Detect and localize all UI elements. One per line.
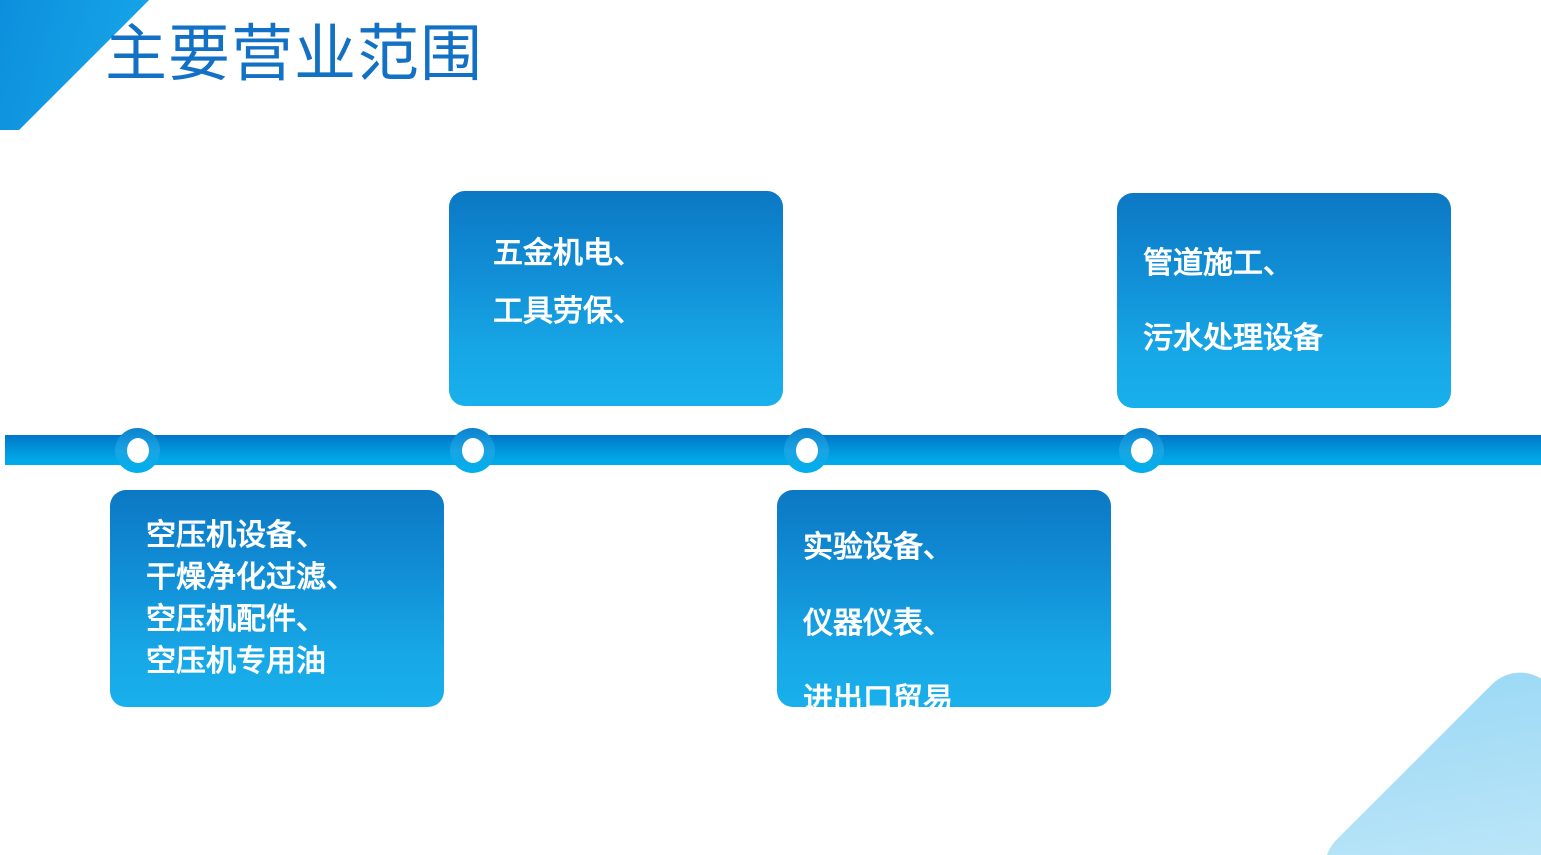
timeline-node-2[interactable] bbox=[450, 428, 495, 473]
scope-card-2-line-1: 五金机电、 bbox=[493, 237, 643, 270]
scope-card-3-line-1: 实验设备、 bbox=[803, 531, 953, 564]
scope-card-1-line-2: 干燥净化过滤、 bbox=[146, 560, 356, 594]
scope-card-3-line-2: 仪器仪表、 bbox=[803, 607, 953, 640]
timeline-node-4[interactable] bbox=[1119, 428, 1164, 473]
bottom-right-wedge-shape bbox=[1308, 656, 1541, 855]
timeline-node-3[interactable] bbox=[784, 428, 829, 473]
page-title: 主要营业范围 bbox=[105, 20, 484, 89]
timeline-node-1[interactable] bbox=[115, 428, 160, 473]
scope-card-4[interactable]: 管道施工、 污水处理设备 bbox=[1117, 193, 1451, 408]
scope-card-3[interactable]: 实验设备、 仪器仪表、 进出口贸易 bbox=[777, 490, 1111, 716]
scope-card-4-line-2: 污水处理设备 bbox=[1143, 322, 1323, 355]
scope-card-2-line-2: 工具劳保、 bbox=[493, 295, 643, 328]
scope-card-1[interactable]: 空压机设备、 干燥净化过滤、 空压机配件、 空压机专用油 bbox=[110, 490, 444, 707]
scope-card-2[interactable]: 五金机电、 工具劳保、 bbox=[449, 191, 783, 406]
scope-card-3-line-3: 进出口贸易 bbox=[803, 683, 953, 716]
scope-card-1-line-1: 空压机设备、 bbox=[146, 518, 326, 552]
timeline-bar bbox=[5, 435, 1541, 465]
bottom-right-decoration bbox=[1281, 595, 1541, 855]
scope-card-1-line-4: 空压机专用油 bbox=[146, 644, 326, 678]
scope-card-4-line-1: 管道施工、 bbox=[1143, 247, 1293, 280]
scope-card-1-line-3: 空压机配件、 bbox=[146, 602, 326, 636]
